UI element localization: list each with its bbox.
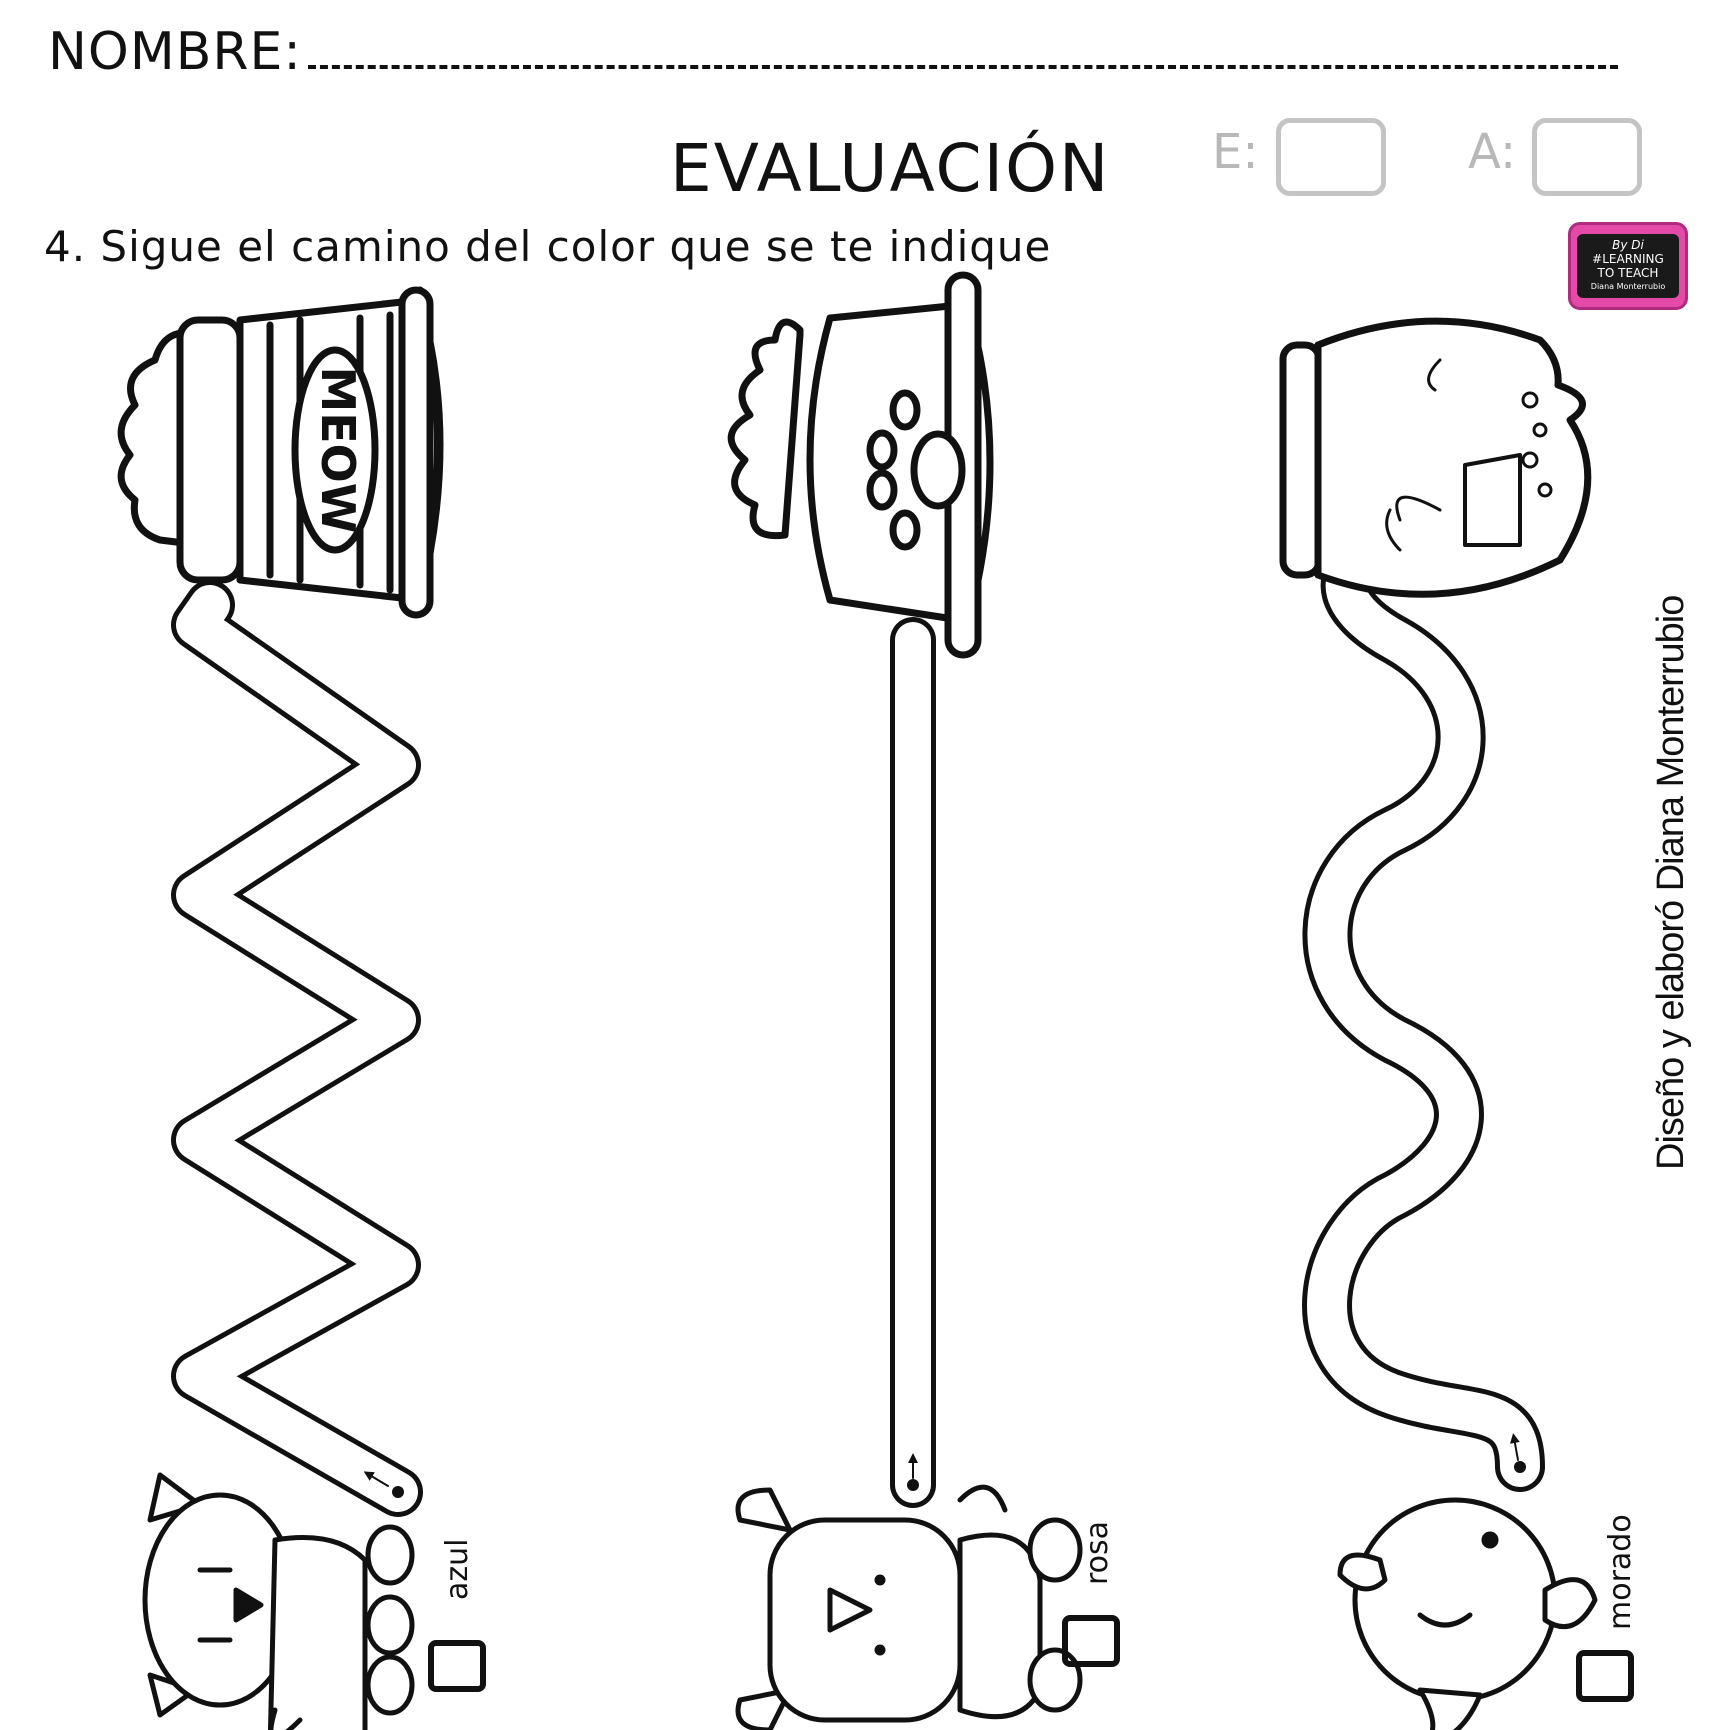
color-word-azul: azul (440, 1538, 475, 1600)
name-underline[interactable] (307, 25, 1618, 69)
fish-illustration (1337, 1497, 1598, 1730)
wavy-path (1302, 530, 1545, 1492)
logo-line-3: TO TEACH (1597, 266, 1659, 280)
zigzag-path (171, 580, 423, 1517)
score-a-box[interactable] (1532, 118, 1642, 196)
page-title: EVALUACIÓN (670, 130, 1111, 207)
checkbox-rosa[interactable] (1062, 1615, 1120, 1667)
straight-path (890, 617, 936, 1508)
name-field[interactable]: NOMBRE: (48, 22, 1618, 82)
checkbox-azul[interactable] (428, 1640, 486, 1692)
brand-logo: By Di #LEARNING TO TEACH Diana Monterrub… (1568, 222, 1688, 310)
score-a-label: A: (1468, 124, 1517, 180)
cat-food-jar (117, 286, 444, 619)
dog-illustration (735, 1484, 1083, 1730)
jar-label: MEOW (311, 366, 365, 533)
color-word-rosa: rosa (1080, 1520, 1115, 1585)
instruction-text: 4. Sigue el camino del color que se te i… (44, 222, 1052, 271)
color-word-morado: morado (1603, 1514, 1638, 1630)
fish-bowl (1279, 317, 1592, 598)
name-label: NOMBRE: (48, 22, 302, 82)
checkbox-morado[interactable] (1576, 1650, 1634, 1702)
logo-line-2: #LEARNING (1592, 252, 1664, 266)
logo-inner: By Di #LEARNING TO TEACH Diana Monterrub… (1577, 234, 1679, 298)
score-e-label: E: (1212, 124, 1259, 180)
logo-line-4: Diana Monterrubio (1590, 282, 1666, 291)
score-e-box[interactable] (1276, 118, 1386, 196)
dog-food-bowl (727, 271, 994, 659)
logo-line-1: By Di (1612, 238, 1644, 252)
cat-illustration (142, 1472, 415, 1730)
